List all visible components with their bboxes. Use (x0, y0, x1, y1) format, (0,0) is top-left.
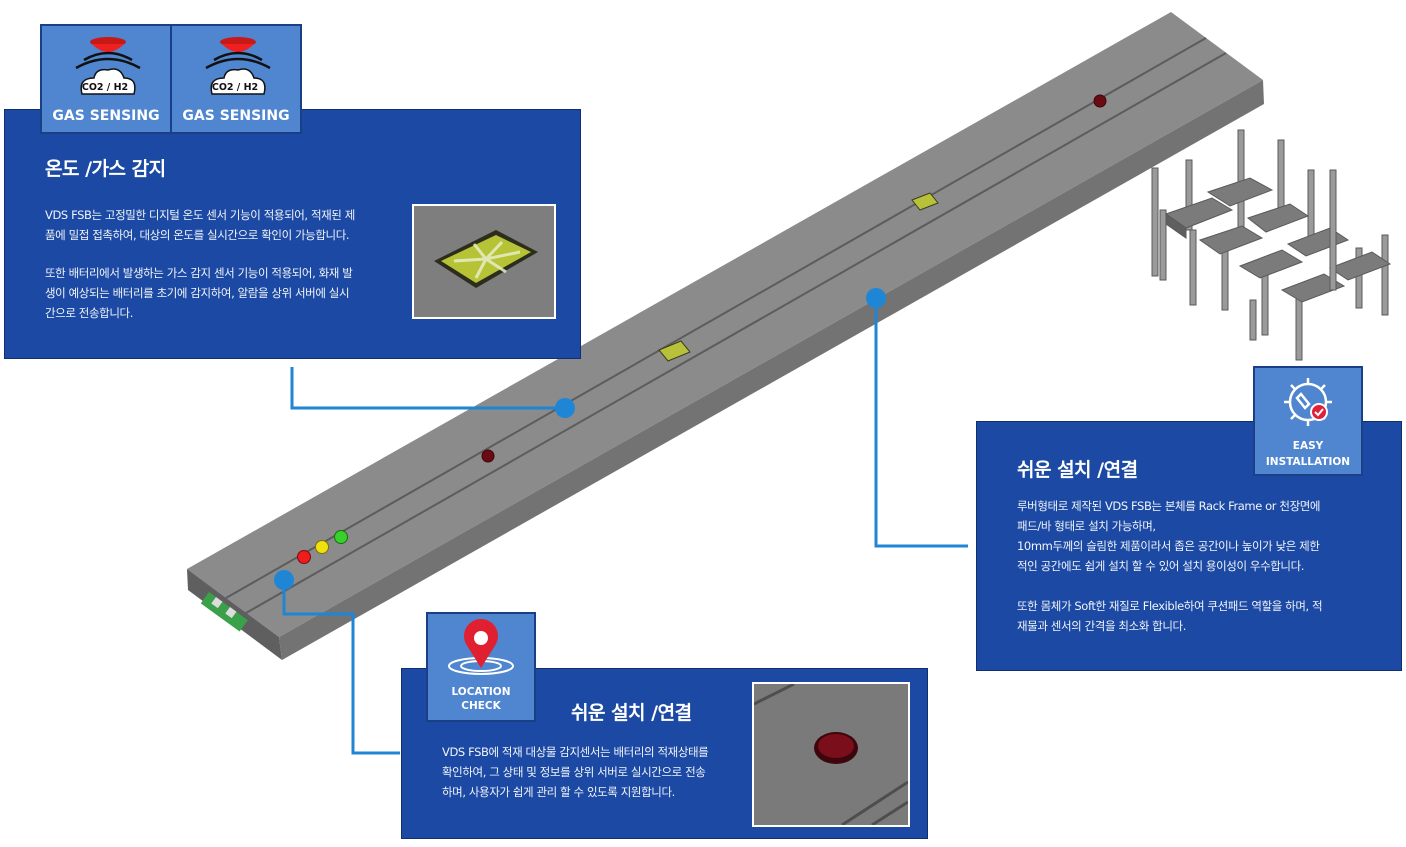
gas-alarm-icon (205, 37, 271, 95)
chip-text: CO2 / H2 (81, 82, 129, 93)
temp-sensor-chip (911, 192, 939, 211)
bar-connector-port (200, 592, 248, 632)
gas-alarm-icon (75, 37, 141, 95)
badge-label: GAS SENSING (52, 108, 160, 124)
object-sensor-dot (481, 449, 495, 463)
badge-label: EASY (1292, 440, 1324, 452)
rack-frame-illustration (1151, 129, 1392, 361)
badge-label: INSTALLATION (1265, 456, 1351, 468)
panel-title: 쉬운 설치 /연결 (1017, 459, 1138, 481)
gas-sensing-badge: CO2 / H2 GAS SENSING (40, 24, 172, 134)
location-pin-icon (448, 619, 514, 675)
badge-label: GAS SENSING (182, 108, 290, 124)
connector-lines (282, 298, 968, 755)
gas-sensing-badge: CO2 / H2 GAS SENSING (170, 24, 302, 134)
sensor-bar (187, 12, 1264, 660)
connector-dot (555, 398, 575, 418)
status-led-green (334, 530, 348, 544)
object-sensor-photo (752, 682, 910, 827)
panel-text: VDS FSB는 고정밀한 디지털 온도 센서 기능이 적용되어, 적재된 제 … (45, 208, 355, 242)
temp-sensor-photo (412, 204, 556, 319)
easy-installation-badge: EASY INSTALLATION (1253, 366, 1363, 476)
gas-sensing-panel: 온도 /가스 감지 VDS FSB는 고정밀한 디지털 온도 센서 기능이 적용… (4, 109, 581, 359)
location-check-badge: LOCATION CHECK (426, 612, 536, 722)
panel-text: 또한 몸체가 Soft한 재질로 Flexible하여 쿠션패드 역할을 하며,… (1017, 599, 1323, 633)
status-led-red (297, 550, 311, 564)
location-check-panel: 쉬운 설치 /연결 VDS FSB에 적재 대상물 감지센서는 배터리의 적재상… (401, 668, 928, 839)
badge-label: LOCATION (451, 686, 511, 698)
badge-label: CHECK (461, 700, 501, 712)
temp-sensor-chip (658, 340, 691, 362)
connector-dot (274, 570, 294, 590)
gear-wrench-icon (1284, 378, 1332, 426)
chip-text: CO2 / H2 (211, 82, 259, 93)
connector-dot (866, 288, 886, 308)
panel-title: 온도 /가스 감지 (45, 158, 166, 180)
panel-text: 또한 배터리에서 발생하는 가스 감지 센서 기능이 적용되어, 화재 발 생이… (45, 266, 353, 320)
panel-title: 쉬운 설치 /연결 (571, 702, 692, 724)
panel-text: 루버형태로 제작된 VDS FSB는 본체를 Rack Frame or 천장면… (1017, 499, 1321, 573)
object-sensor-dot (1093, 94, 1107, 108)
status-led-yellow (315, 540, 329, 554)
panel-text: VDS FSB에 적재 대상물 감지센서는 배터리의 적재상태를 확인하여, 그… (442, 745, 709, 799)
